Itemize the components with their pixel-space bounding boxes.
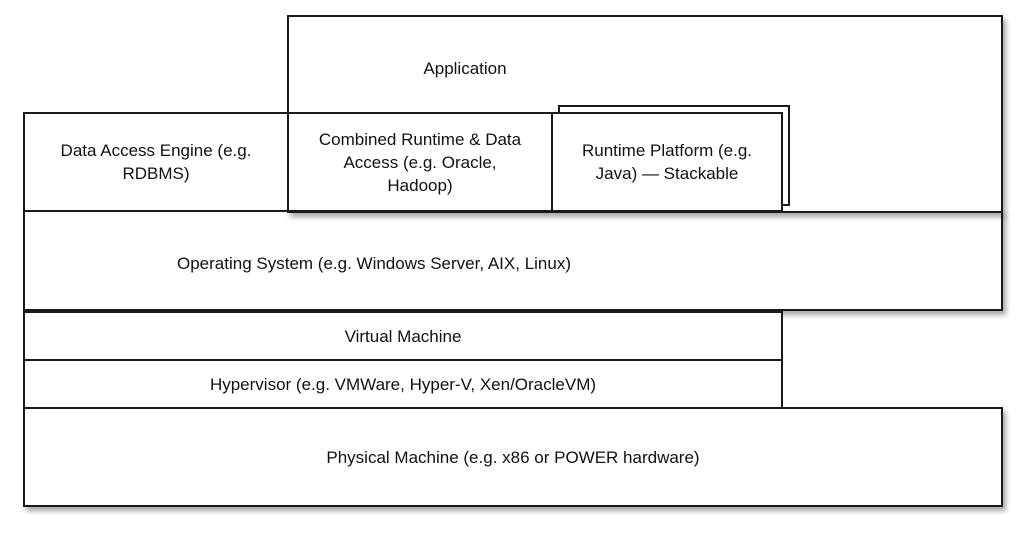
- runtime-platform-box: Runtime Platform (e.g. Java) — Stackable: [551, 112, 783, 212]
- virtual-machine-layer: Virtual Machine: [23, 311, 783, 361]
- virtual-machine-label: Virtual Machine: [344, 326, 462, 346]
- application-label: Application: [423, 59, 507, 78]
- combined-runtime-box: Combined Runtime & Data Access (e.g. Ora…: [287, 112, 553, 212]
- physical-machine-layer: Physical Machine (e.g. x86 or POWER hard…: [23, 407, 1003, 507]
- combined-runtime-label: Combined Runtime & Data Access (e.g. Ora…: [318, 129, 522, 195]
- physical-machine-label: Physical Machine (e.g. x86 or POWER hard…: [326, 447, 700, 467]
- operating-system-label: Operating System (e.g. Windows Server, A…: [177, 254, 571, 273]
- hypervisor-layer: Hypervisor (e.g. VMWare, Hyper-V, Xen/Or…: [23, 359, 783, 409]
- hypervisor-label: Hypervisor (e.g. VMWare, Hyper-V, Xen/Or…: [209, 374, 597, 394]
- runtime-platform-label: Runtime Platform (e.g. Java) — Stackable: [581, 141, 753, 183]
- data-access-engine-label: Data Access Engine (e.g. RDBMS): [60, 141, 252, 183]
- data-access-engine-box: Data Access Engine (e.g. RDBMS): [23, 112, 289, 212]
- operating-system-layer: Operating System (e.g. Windows Server, A…: [23, 210, 1003, 311]
